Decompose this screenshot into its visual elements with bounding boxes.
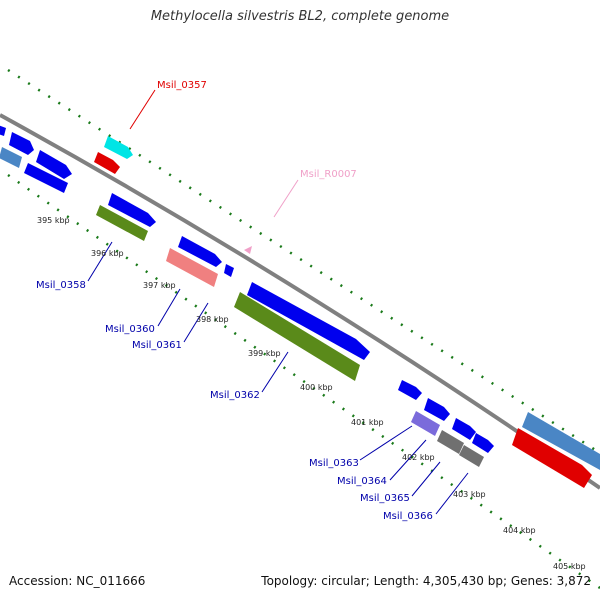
- gene-label-msil-0363[interactable]: Msil_0363: [309, 458, 359, 469]
- pointer-line: [359, 425, 413, 461]
- gene-label-msil-0360[interactable]: Msil_0360: [105, 324, 155, 335]
- pointer-line: [129, 89, 156, 130]
- highlight-feature[interactable]: [512, 428, 592, 488]
- kbp-label: 402 kbp: [402, 453, 435, 462]
- accession-label: Accession:: [9, 574, 73, 588]
- inner-tick-track: [7, 173, 600, 590]
- pointer-line: [273, 179, 299, 218]
- separator: ;: [365, 574, 370, 588]
- cds-feature[interactable]: [224, 264, 234, 277]
- genome-backbone: [0, 113, 600, 490]
- cds-feature[interactable]: [178, 236, 222, 267]
- pointer-line: [157, 288, 181, 327]
- kbp-label: 405 kbp: [553, 562, 586, 571]
- pointer-line: [183, 302, 209, 343]
- kbp-label: 398 kbp: [196, 315, 229, 324]
- kbp-label: 403 kbp: [453, 490, 486, 499]
- highlight-feature[interactable]: [94, 152, 120, 174]
- pointer-line: [435, 472, 469, 515]
- pointer-line: [87, 241, 113, 282]
- cds-feature[interactable]: [0, 147, 22, 168]
- genes-label: Genes:: [510, 574, 553, 588]
- gene-label-msil-0365[interactable]: Msil_0365: [360, 493, 410, 504]
- pointer-line: [411, 461, 441, 497]
- gene-label-msil-0357[interactable]: Msil_0357: [157, 80, 207, 91]
- genome-title: Methylocella silvestris BL2, complete ge…: [150, 9, 450, 24]
- kbp-label: 396 kbp: [91, 249, 124, 258]
- cds-feature[interactable]: [472, 433, 494, 453]
- gene-label-msil-0366[interactable]: Msil_0366: [383, 511, 433, 522]
- gene-label-msil-0364[interactable]: Msil_0364: [337, 476, 387, 487]
- kbp-label: 399 kbp: [248, 349, 281, 358]
- length-label: Length:: [373, 574, 420, 588]
- cds-feature[interactable]: [522, 412, 600, 470]
- cds-feature[interactable]: [36, 150, 72, 179]
- gene-label-msil-0362[interactable]: Msil_0362: [210, 390, 260, 401]
- cds-feature[interactable]: [437, 430, 464, 454]
- genes-value: 3,872: [556, 574, 591, 588]
- cds-feature[interactable]: [452, 418, 476, 440]
- accession-value: NC_011666: [76, 574, 146, 588]
- pointer-line: [261, 351, 289, 393]
- separator: ;: [502, 574, 508, 588]
- cds-feature-reverse[interactable]: [96, 205, 148, 241]
- cds-feature[interactable]: [9, 132, 34, 155]
- cds-feature[interactable]: [424, 398, 450, 421]
- cds-feature[interactable]: [459, 445, 484, 467]
- length-value: 4,305,430 bp: [422, 574, 503, 588]
- rna-marker[interactable]: [244, 246, 252, 254]
- kbp-label: 397 kbp: [143, 281, 176, 290]
- outer-tick-track: [7, 68, 600, 455]
- kbp-label: 401 kbp: [351, 418, 384, 427]
- cds-feature-reverse[interactable]: [234, 292, 360, 381]
- kbp-label: 400 kbp: [300, 383, 333, 392]
- cds-feature[interactable]: [398, 380, 422, 400]
- kbp-label: 404 kbp: [503, 526, 536, 535]
- gene-label-msil-0358[interactable]: Msil_0358: [36, 280, 86, 291]
- topology-value: circular: [321, 574, 366, 588]
- gene-label-msil-0361[interactable]: Msil_0361: [132, 340, 182, 351]
- topology-label: Topology:: [261, 574, 318, 588]
- cds-feature[interactable]: [247, 282, 370, 360]
- cds-feature[interactable]: [24, 163, 68, 193]
- accession-info: Accession: NC_011666: [9, 574, 145, 588]
- kbp-label: 395 kbp: [37, 216, 70, 225]
- trna-feature[interactable]: [104, 136, 133, 159]
- cds-feature[interactable]: [108, 193, 156, 227]
- pointer-line: [389, 439, 427, 481]
- cds-feature[interactable]: [411, 411, 440, 436]
- rrna-feature[interactable]: [166, 248, 218, 287]
- genome-summary: Topology: circular; Length: 4,305,430 bp…: [261, 574, 591, 588]
- cds-feature[interactable]: [0, 125, 6, 136]
- gene-label-msil-r0007[interactable]: Msil_R0007: [300, 169, 357, 180]
